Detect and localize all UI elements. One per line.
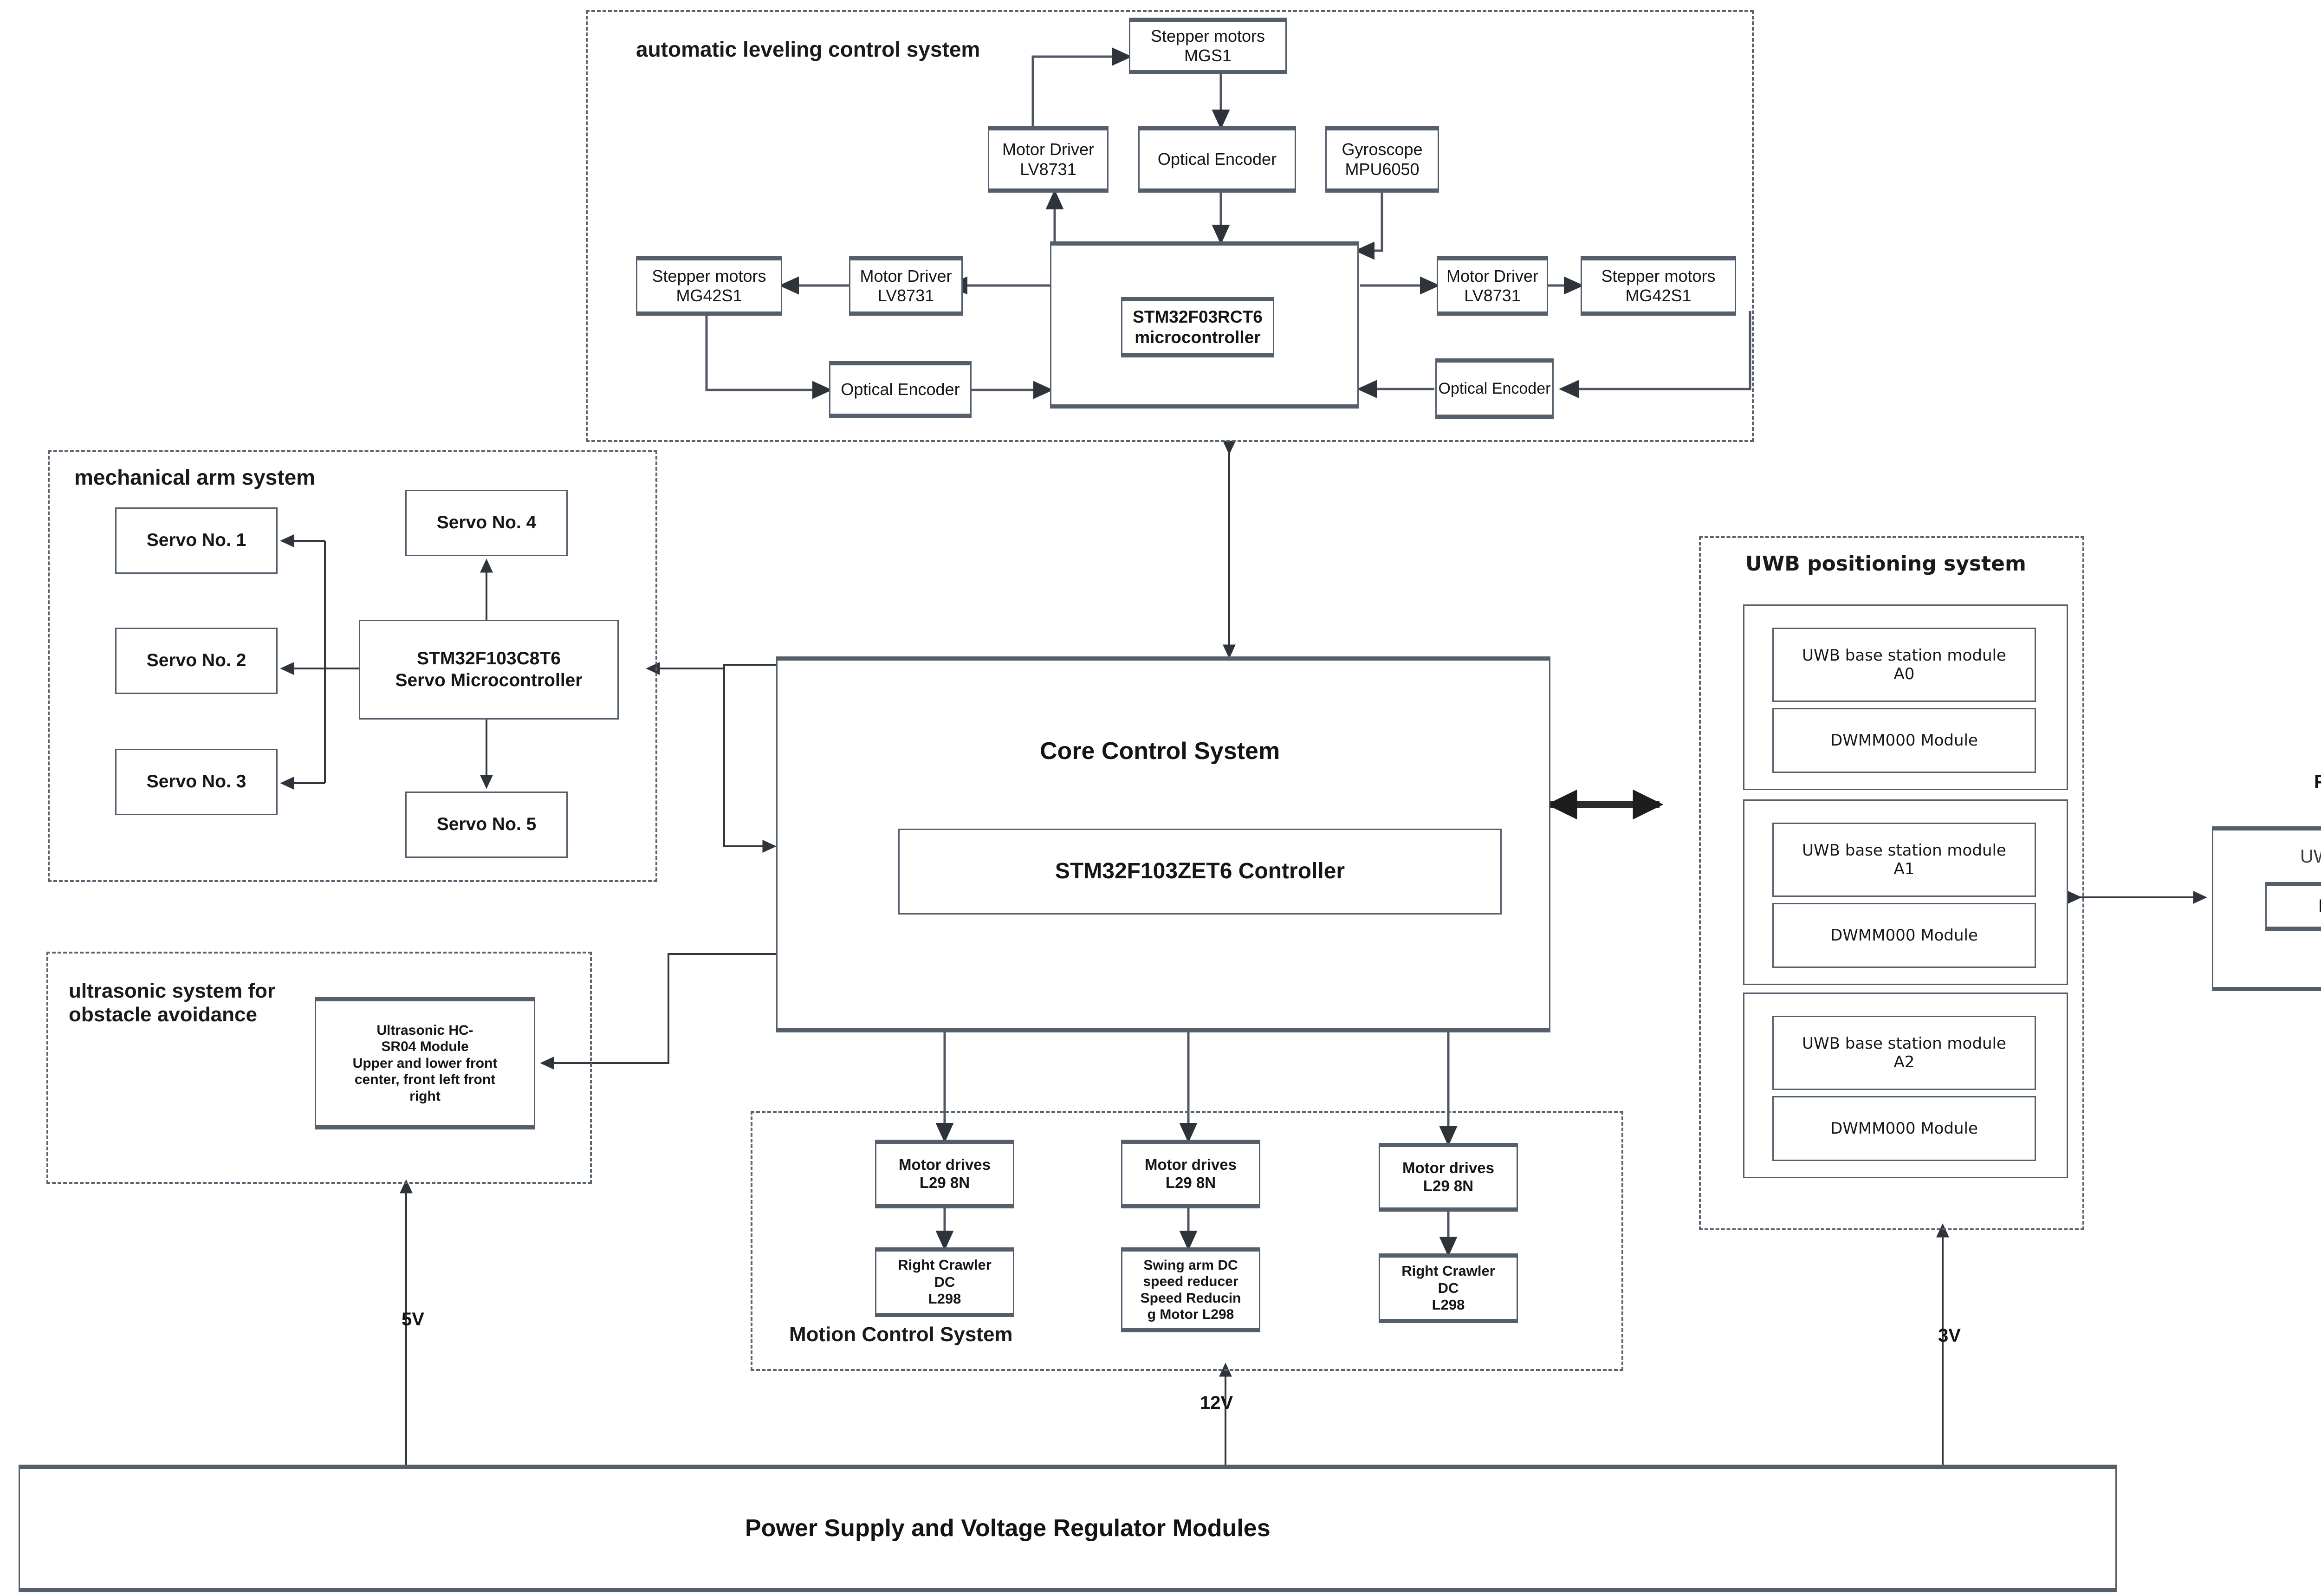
ultrasonic-system-title: ultrasonic system for obstacle avoidance xyxy=(69,980,276,1026)
uwb-dwmm000-module-a1: DWMM000 Module xyxy=(1772,903,2036,968)
box-motor-drive-2: Motor drives L29 8N xyxy=(1121,1140,1260,1208)
box-motor-load-1: Right Crawler DC L298 xyxy=(875,1247,1014,1317)
box-stepper-motors-left: Stepper motors MG42S1 xyxy=(636,256,782,316)
box-motor-driver-left: Motor Driver LV8731 xyxy=(849,256,963,316)
uwb-base-station-module-a1: UWB base station module A1 xyxy=(1772,823,2036,897)
leveling-system-title: automatic leveling control system xyxy=(636,37,980,61)
group-ultrasonic-system xyxy=(46,952,592,1184)
box-optical-encoder-right: Optical Encoder xyxy=(1435,358,1554,419)
group-uwb-positioning-system xyxy=(1699,536,2084,1230)
uwb-dwmm000-module-a0: DWMM000 Module xyxy=(1772,708,2036,773)
box-motor-drive-3: Motor drives L29 8N xyxy=(1379,1143,1518,1212)
box-servo-no-3: Servo No. 3 xyxy=(115,749,278,815)
power-rail-5v-label: 5V xyxy=(402,1309,424,1330)
core-control-system-title: Core Control System xyxy=(1040,738,1280,765)
box-ultrasonic-hc-sr04-module: Ultrasonic HC- SR04 Module Upper and low… xyxy=(315,997,535,1129)
box-optical-encoder-left: Optical Encoder xyxy=(829,361,972,418)
box-optical-encoder-top: Optical Encoder xyxy=(1138,126,1296,193)
box-power-supply-bar xyxy=(19,1465,2117,1592)
box-servo-no-4: Servo No. 4 xyxy=(405,490,568,556)
box-stm32f103zet6-controller: STM32F103ZET6 Controller xyxy=(898,829,1502,915)
uwb-dwmm000-module-a2: DWMM000 Module xyxy=(1772,1096,2036,1161)
uwb-labeling-module-label: UWB labeling module xyxy=(2300,846,2321,867)
box-motor-driver-right: Motor Driver LV8731 xyxy=(1437,256,1548,316)
arm-system-title: mechanical arm system xyxy=(74,465,316,489)
box-stm32f103c8t6-servo-microcontroller: STM32F103C8T6 Servo Microcontroller xyxy=(359,620,619,720)
group-automatic-leveling-control-system xyxy=(586,10,1754,442)
box-servo-no-5: Servo No. 5 xyxy=(405,792,568,858)
group-motion-control-system xyxy=(751,1111,1623,1371)
group-mechanical-arm-system xyxy=(48,450,657,882)
box-servo-no-1: Servo No. 1 xyxy=(115,507,278,574)
box-stepper-motors-mgs1: Stepper motors MGS1 xyxy=(1129,18,1287,74)
box-servo-no-2: Servo No. 2 xyxy=(115,628,278,694)
follow-the-target-title: Follow the target xyxy=(2314,771,2321,792)
power-rail-3v-label: 3V xyxy=(1938,1325,1961,1346)
power-rail-12v-label: 12V xyxy=(1200,1393,1233,1413)
box-motor-driver-top: Motor Driver LV8731 xyxy=(988,126,1109,193)
box-motor-load-3: Right Crawler DC L298 xyxy=(1379,1253,1518,1323)
box-gyroscope-mpu6050: Gyroscope MPU6050 xyxy=(1325,126,1439,193)
uwb-base-station-module-a2: UWB base station module A2 xyxy=(1772,1016,2036,1090)
box-stepper-motors-right: Stepper motors MG42S1 xyxy=(1581,256,1736,316)
box-motor-drive-1: Motor drives L29 8N xyxy=(875,1140,1014,1208)
box-stm32f03rct6-microcontroller: STM32F03RCT6 microcontroller xyxy=(1121,297,1274,357)
box-motor-load-2: Swing arm DC speed reducer Speed Reducin… xyxy=(1121,1247,1260,1332)
motion-control-system-title: Motion Control System xyxy=(789,1323,1013,1346)
power-supply-title: Power Supply and Voltage Regulator Modul… xyxy=(745,1515,1271,1542)
box-follow-target-dwmm000-module: DWMM000 Module xyxy=(2265,882,2321,931)
uwb-base-station-module-a0: UWB base station module A0 xyxy=(1772,628,2036,702)
uwb-system-title: UWB positioning system xyxy=(1745,552,2026,576)
